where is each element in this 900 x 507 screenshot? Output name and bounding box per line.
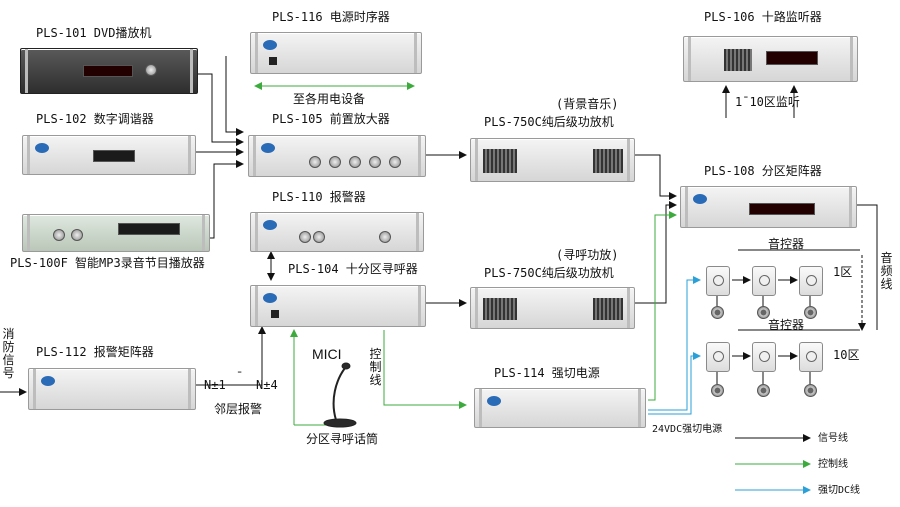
preamp-unit	[248, 135, 426, 177]
zone10-speaker-3-icon	[804, 384, 817, 397]
label-alarm: PLS-110 报警器	[272, 190, 366, 204]
preamp-knob-4	[369, 156, 381, 168]
paging-amp-grille-left	[483, 298, 517, 320]
monitor-grille	[724, 49, 752, 71]
dvd-knob	[145, 64, 157, 76]
label-sequencer: PLS-116 电源时序器	[272, 10, 390, 24]
paging-amp-unit	[470, 287, 635, 329]
alarm-matrix-unit	[28, 368, 196, 410]
power-cut-logo-icon	[487, 396, 501, 406]
note-paging-amp: (寻呼功放)	[556, 248, 619, 262]
alarm-matrix-logo-icon	[41, 376, 55, 386]
note-control-line: 控制线	[369, 347, 382, 387]
mp3-display	[118, 223, 180, 235]
alarm-unit	[250, 212, 424, 252]
matrix-logo-icon	[693, 194, 707, 204]
note-dc24: 24VDC强切电源	[652, 424, 723, 435]
matrix-display	[749, 203, 815, 215]
preamp-knob-1	[309, 156, 321, 168]
label-monitor: PLS-106 十路监听器	[704, 10, 822, 24]
dvd-display	[83, 65, 133, 77]
sequencer-switch-icon	[269, 57, 277, 65]
zone1-speaker-3-icon	[804, 306, 817, 319]
mp3-knob-2	[71, 229, 83, 241]
sequencer-unit	[250, 32, 422, 74]
preamp-knob-5	[389, 156, 401, 168]
note-all-power: 至各用电设备	[293, 92, 366, 106]
paging-amp-grille-right	[593, 298, 623, 320]
note-n-range-b: N±4	[256, 378, 278, 392]
note-monitor-zones: 1¯10区监听	[735, 95, 800, 109]
monitor-unit	[683, 36, 858, 82]
mp3-player-unit	[22, 214, 210, 252]
note-volume-1: 音控器	[768, 237, 805, 251]
zone10-volume-panel-2	[752, 342, 776, 372]
note-audio-line: 音频线	[880, 251, 893, 291]
label-pager: PLS-104 十分区寻呼器	[288, 262, 418, 276]
note-volume-2: 音控器	[768, 318, 805, 332]
note-n-dash: ¯	[236, 370, 244, 384]
alarm-logo-icon	[263, 220, 277, 230]
label-preamp: PLS-105 前置放大器	[272, 112, 390, 126]
tuner-unit	[22, 135, 196, 175]
note-mic-name: 分区寻呼话筒	[306, 432, 379, 446]
bg-amp-grille-left	[483, 149, 517, 173]
mp3-knob-1	[53, 229, 65, 241]
note-bg-music: (背景音乐)	[556, 97, 619, 111]
bg-amp-unit	[470, 138, 635, 182]
note-n-range-a: N±1	[204, 378, 226, 392]
label-amp-page: PLS-750C纯后级功放机	[484, 266, 614, 280]
zone10-volume-panel-3	[799, 342, 823, 372]
preamp-logo-icon	[261, 143, 275, 153]
tuner-display	[93, 150, 135, 162]
zone1-speaker-2-icon	[757, 306, 770, 319]
pager-logo-icon	[263, 293, 277, 303]
sequencer-logo-icon	[263, 40, 277, 50]
note-fire-signal: 消防信号	[2, 327, 15, 380]
matrix-unit	[680, 186, 857, 228]
alarm-knob-1	[299, 231, 311, 243]
legend-control: 控制线	[818, 459, 848, 470]
note-zone-1: 1区	[833, 265, 853, 279]
note-neighbor-alarm: 邻层报警	[214, 402, 263, 416]
zone10-speaker-1-icon	[711, 384, 724, 397]
zone1-speaker-1-icon	[711, 306, 724, 319]
label-alarm-matrix: PLS-112 报警矩阵器	[36, 345, 154, 359]
monitor-display	[766, 51, 818, 65]
label-matrix: PLS-108 分区矩阵器	[704, 164, 822, 178]
preamp-knob-3	[349, 156, 361, 168]
label-tuner: PLS-102 数字调谐器	[36, 112, 154, 126]
note-mic-model: MICI	[312, 346, 342, 362]
zone10-speaker-2-icon	[757, 384, 770, 397]
preamp-knob-2	[329, 156, 341, 168]
legend-signal: 信号线	[818, 433, 848, 444]
legend-dc: 强切DC线	[818, 485, 861, 496]
pager-unit	[250, 285, 426, 327]
zone10-volume-panel-1	[706, 342, 730, 372]
power-cut-unit	[474, 388, 646, 428]
note-zone-10: 10区	[833, 348, 860, 362]
zone1-volume-panel-3	[799, 266, 823, 296]
bg-amp-grille-right	[593, 149, 623, 173]
label-dvd: PLS-101 DVD播放机	[36, 26, 152, 40]
label-amp-bg: PLS-750C纯后级功放机	[484, 115, 614, 129]
pager-switch-icon	[271, 310, 279, 318]
label-mp3: PLS-100F 智能MP3录音节目播放器	[10, 256, 205, 270]
label-power-cut: PLS-114 强切电源	[494, 366, 600, 380]
zone1-volume-panel-2	[752, 266, 776, 296]
alarm-knob-2	[313, 231, 325, 243]
dvd-player-unit	[20, 48, 198, 94]
alarm-knob-3	[379, 231, 391, 243]
zone1-volume-panel-1	[706, 266, 730, 296]
tuner-logo-icon	[35, 143, 49, 153]
